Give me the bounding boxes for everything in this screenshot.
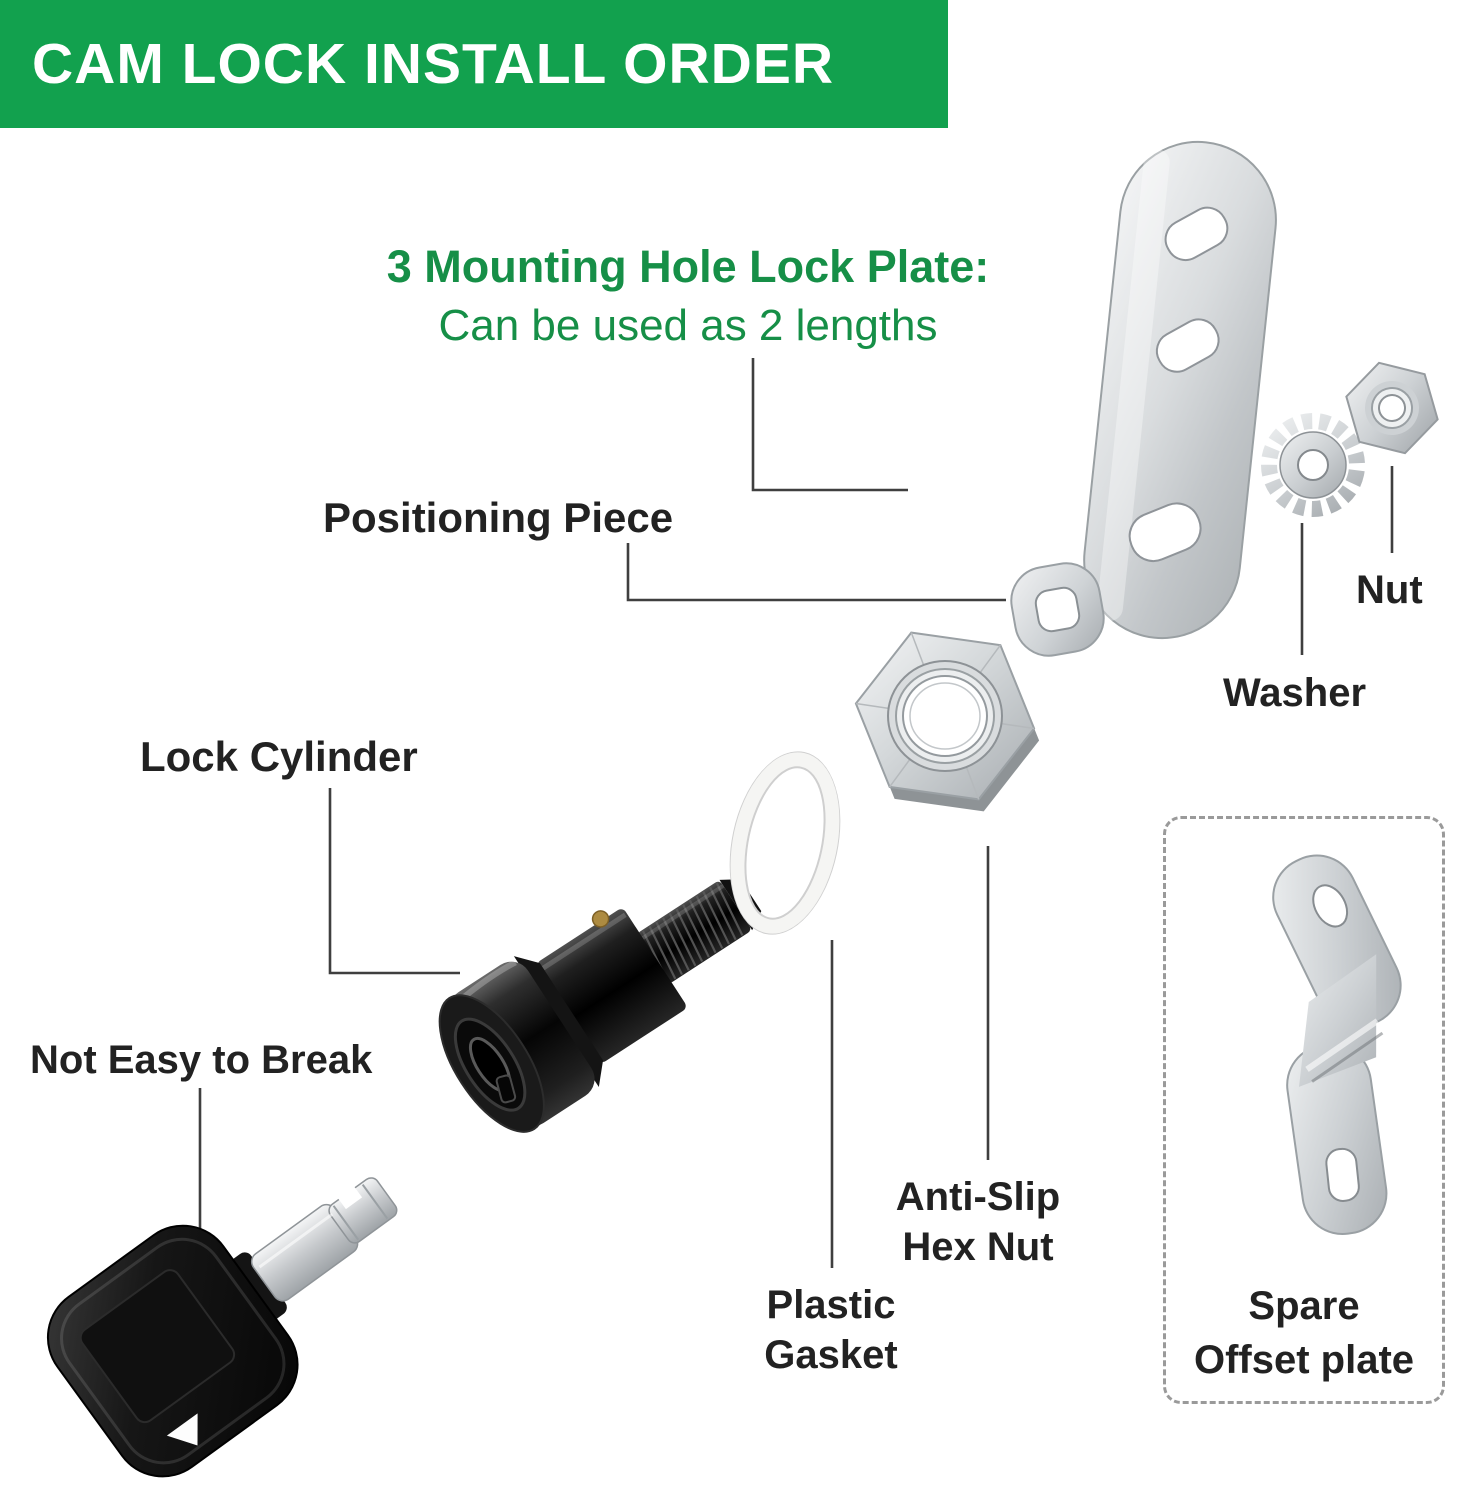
leader-lock-plate — [751, 358, 908, 492]
plate-hole-top — [1164, 206, 1229, 262]
plate-hole-bottom — [1128, 502, 1202, 563]
label-plastic-gasket-line1: Plastic — [766, 1283, 896, 1327]
headline-line1: 3 Mounting Hole Lock Plate: — [386, 241, 990, 292]
nut-image — [1345, 361, 1439, 455]
spare-plate-hole-bottom — [1325, 1147, 1360, 1202]
brass-pin — [591, 910, 610, 928]
key-tip-notch — [336, 1184, 363, 1210]
headline: 3 Mounting Hole Lock Plate: Can be used … — [318, 241, 1058, 351]
spare-plate-label: Spare Offset plate — [1166, 1279, 1442, 1387]
leader-positioning-piece — [626, 543, 1006, 602]
label-washer: Washer — [1223, 671, 1367, 715]
spare-plate-box: Spare Offset plate — [1163, 816, 1445, 1404]
headline-line2: Can be used as 2 lengths — [438, 301, 938, 350]
key-image — [46, 1177, 398, 1478]
star-washer-image — [1261, 413, 1365, 517]
spare-plate-hole-top — [1312, 884, 1349, 928]
label-lock-cylinder: Lock Cylinder — [140, 733, 418, 780]
key-triangle-hole — [166, 1413, 198, 1446]
thread-lines — [641, 882, 744, 984]
key-head-panel — [79, 1269, 236, 1424]
label-anti-slip-hex-nut-line2: Hex Nut — [902, 1225, 1054, 1269]
label-plastic-gasket: Plastic Gasket — [736, 1280, 926, 1380]
spare-plate-label-line2: Offset plate — [1193, 1338, 1415, 1382]
plastic-gasket-image — [729, 751, 841, 935]
lock-cylinder-image — [438, 879, 762, 1133]
banner-title: CAM LOCK INSTALL ORDER — [32, 32, 835, 96]
label-nut: Nut — [1356, 568, 1423, 612]
label-plastic-gasket-line2: Gasket — [764, 1333, 898, 1377]
spare-plate-label-line1: Spare — [1248, 1284, 1360, 1328]
positioning-piece-image — [1010, 562, 1105, 657]
label-anti-slip-hex-nut: Anti-Slip Hex Nut — [858, 1172, 1098, 1272]
label-anti-slip-hex-nut-line1: Anti-Slip — [895, 1175, 1061, 1219]
label-not-easy-to-break: Not Easy to Break — [30, 1038, 373, 1082]
plate-hole-middle — [1155, 318, 1220, 373]
banner: CAM LOCK INSTALL ORDER — [0, 0, 948, 128]
label-positioning-piece: Positioning Piece — [323, 494, 674, 541]
lock-plate-image — [1083, 140, 1277, 640]
spare-offset-plate-image — [1272, 854, 1402, 1235]
anti-slip-hex-nut-image — [854, 631, 1040, 812]
